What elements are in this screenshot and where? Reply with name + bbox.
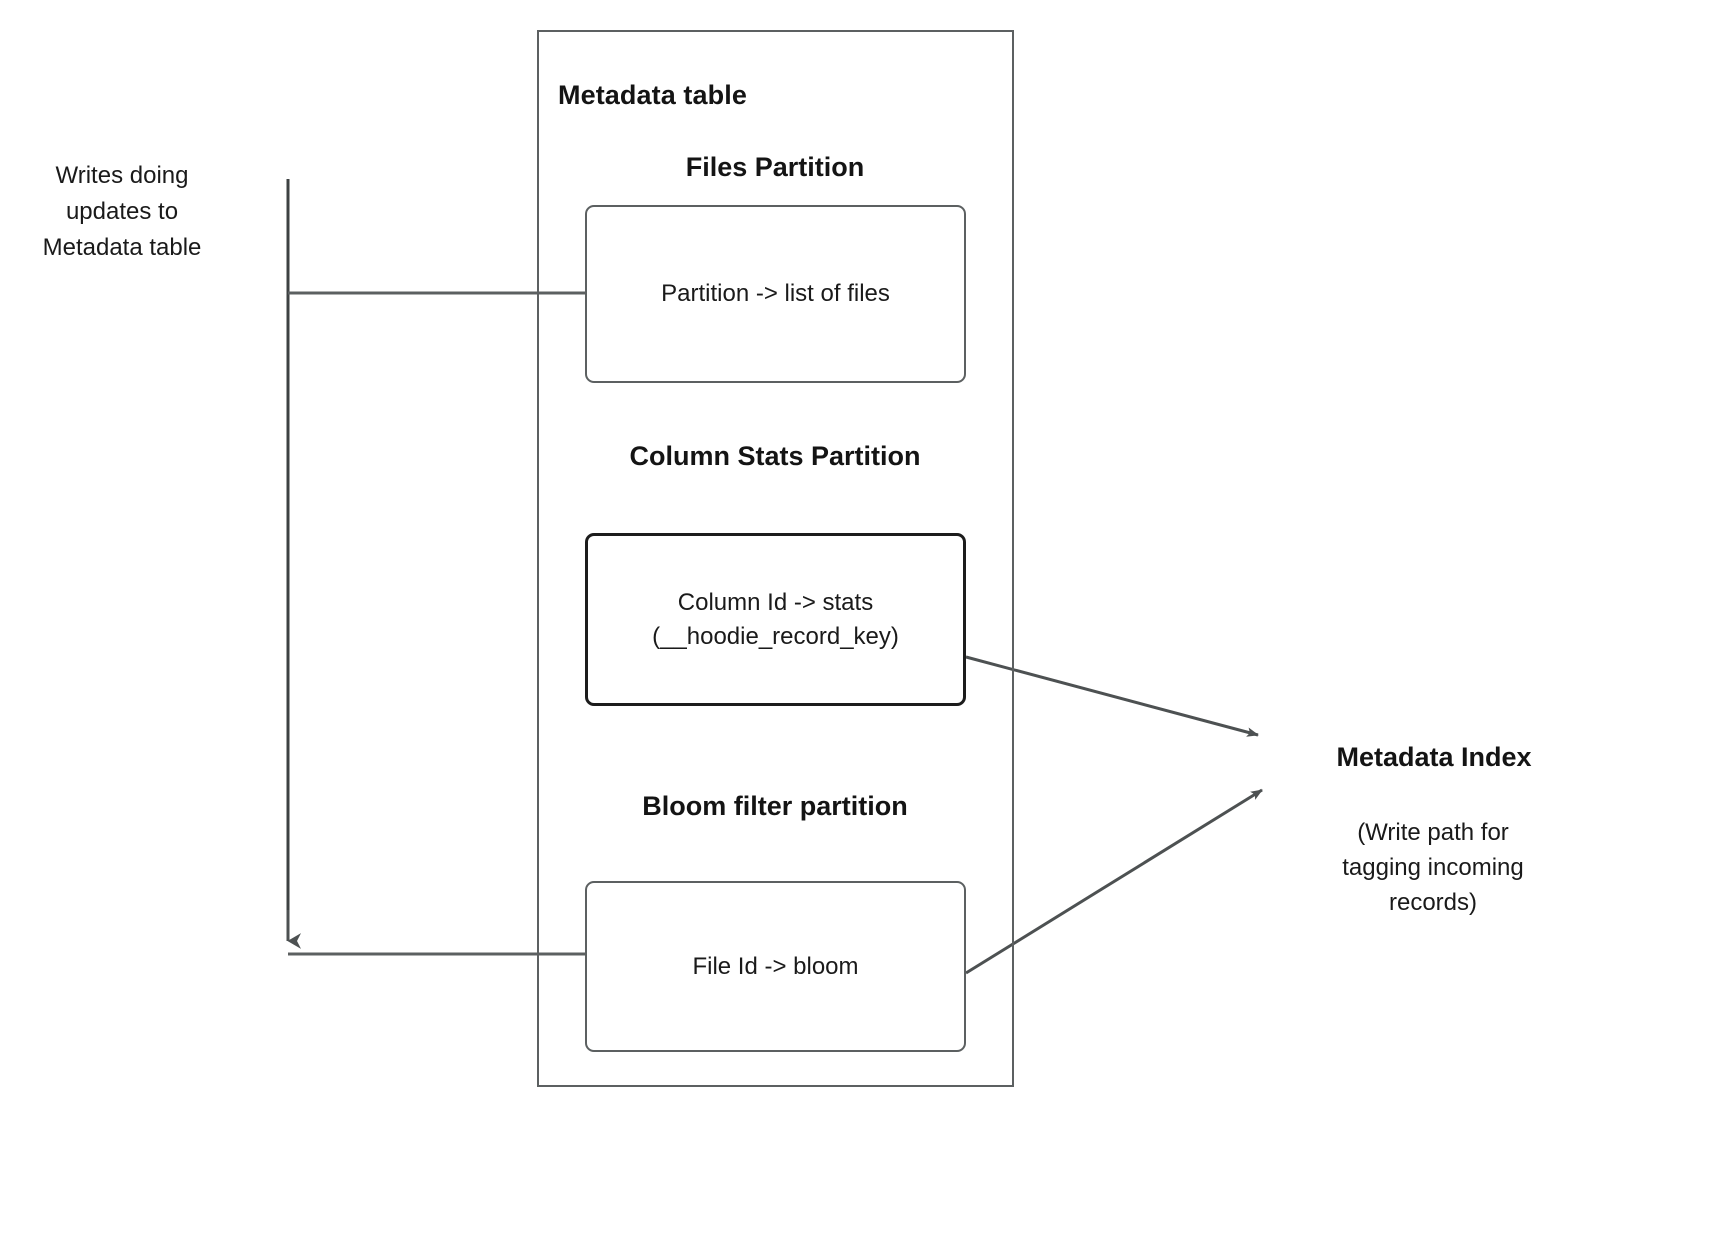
files-partition-box[interactable]: Partition -> list of files — [585, 205, 966, 383]
column-stats-partition-box-text: Column Id -> stats (__hoodie_record_key) — [652, 588, 899, 650]
column-stats-partition-heading: Column Stats Partition — [629, 441, 921, 471]
files-partition-box-text: Partition -> list of files — [661, 280, 890, 307]
bloom-filter-partition-box-text: File Id -> bloom — [692, 952, 859, 980]
metadata-table-container — [537, 30, 1014, 1087]
column-stats-to-index-arrow — [965, 655, 1259, 737]
metadata-table-title: Metadata table — [558, 80, 747, 110]
files-partition-heading: Files Partition — [685, 152, 865, 182]
bloom-filter-to-index-arrow — [965, 788, 1263, 975]
writes-annotation-label: Writes doing updates to Metadata table — [42, 162, 202, 261]
metadata-index-title: Metadata Index — [1336, 742, 1532, 772]
column-stats-partition-box[interactable]: Column Id -> stats (__hoodie_record_key) — [585, 533, 966, 706]
metadata-index-caption: (Write path for tagging incoming records… — [1342, 819, 1524, 916]
bloom-filter-partition-heading: Bloom filter partition — [642, 791, 908, 821]
bloom-filter-partition-box[interactable]: File Id -> bloom — [585, 881, 966, 1052]
